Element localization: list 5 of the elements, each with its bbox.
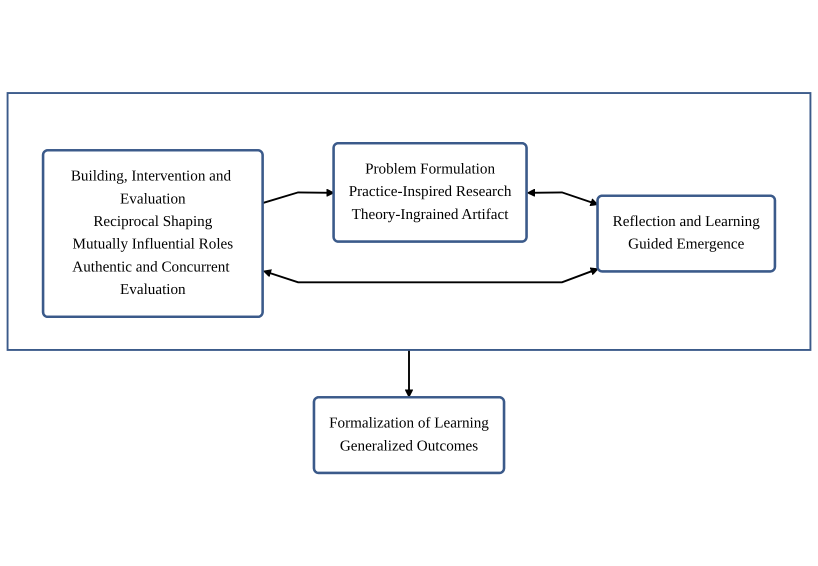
arrow xyxy=(527,188,598,206)
arrow xyxy=(262,188,334,204)
arrow xyxy=(404,350,414,398)
cluster xyxy=(6,92,812,351)
arrow xyxy=(263,267,599,284)
